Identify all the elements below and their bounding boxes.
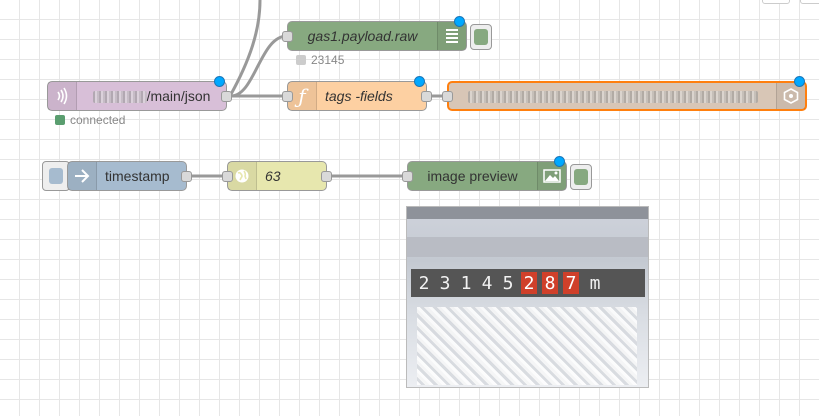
changed-indicator: [454, 16, 465, 27]
inject-node[interactable]: timestamp: [67, 161, 192, 191]
output-port[interactable]: [181, 171, 192, 182]
meter-digit: 4: [481, 272, 493, 294]
redacted-text: [467, 91, 758, 104]
node-label: tags -fields: [325, 88, 393, 104]
meter-digit: 5: [502, 272, 514, 294]
topic-text: /main/json: [146, 88, 211, 104]
image-top-band: [407, 207, 648, 219]
output-port[interactable]: [421, 91, 432, 102]
meter-counter: 2 3 1 4 5 2 8 7 m: [411, 269, 645, 297]
input-port[interactable]: [442, 91, 453, 102]
meter-digit: 7: [563, 272, 579, 294]
meter-digit: 2: [418, 272, 430, 294]
wire-mqtt-to-debug: [230, 34, 288, 98]
debug-toggle-button[interactable]: [470, 24, 492, 50]
image-band: [407, 237, 648, 257]
status-text: connected: [70, 113, 126, 127]
corner-handle[interactable]: [762, 0, 790, 4]
node-status: connected: [55, 113, 125, 127]
wire-top-offscreen: [228, 0, 262, 97]
node-label: [449, 88, 776, 104]
status-dot: [55, 115, 65, 125]
corner-handle[interactable]: [800, 0, 819, 4]
changed-indicator: [414, 76, 425, 87]
mqtt-in-node[interactable]: /main/json: [47, 76, 232, 111]
node-label: timestamp: [105, 168, 170, 184]
redacted-text: [92, 91, 147, 104]
output-port[interactable]: [221, 91, 232, 102]
meter-digit: 8: [542, 272, 558, 294]
node-status: 23145: [296, 53, 344, 67]
meter-digit: 2: [521, 272, 537, 294]
image-preview: 2 3 1 4 5 2 8 7 m: [406, 206, 649, 388]
http-request-node[interactable]: 63: [222, 161, 332, 191]
input-port[interactable]: [282, 31, 293, 42]
debug-node-gas[interactable]: gas1.payload.raw: [282, 16, 492, 51]
preview-toggle-button[interactable]: [570, 164, 592, 190]
output-port[interactable]: [321, 171, 332, 182]
changed-indicator: [794, 76, 805, 87]
arrow-right-icon: [68, 162, 97, 190]
node-label: /main/json: [77, 88, 226, 104]
meter-unit: m: [589, 272, 601, 294]
image-preview-node[interactable]: image preview: [402, 156, 592, 191]
globe-icon: [228, 162, 257, 190]
status-dot: [296, 55, 306, 65]
changed-indicator: [214, 76, 225, 87]
node-label: gas1.payload.raw: [307, 28, 418, 44]
image-obscured-area: [417, 307, 637, 385]
input-port[interactable]: [282, 91, 293, 102]
hexagon-icon: [776, 83, 805, 109]
status-text: 23145: [311, 53, 345, 67]
input-port[interactable]: [402, 171, 413, 182]
inject-trigger-button[interactable]: [42, 161, 70, 191]
node-label: 63: [265, 168, 281, 184]
wifi-icon: [48, 82, 77, 110]
changed-indicator: [554, 156, 565, 167]
meter-digit: 1: [460, 272, 472, 294]
meter-digit: 3: [439, 272, 451, 294]
output-node[interactable]: [442, 76, 807, 111]
function-node[interactable]: ƒ tags -fields: [282, 76, 432, 111]
node-label: image preview: [427, 168, 518, 184]
input-port[interactable]: [222, 171, 233, 182]
